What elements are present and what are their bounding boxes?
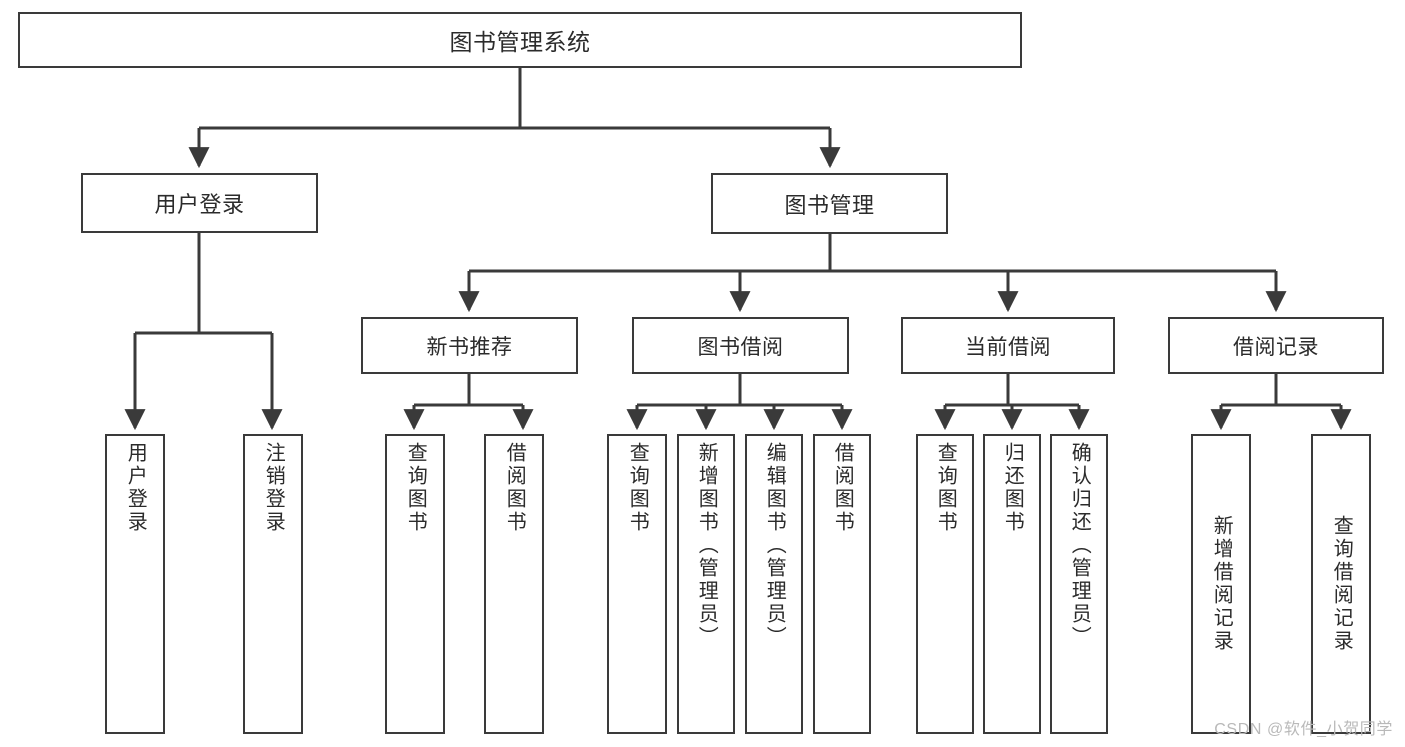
leaf-borrow-book[interactable]: 借阅图书 — [813, 434, 871, 734]
csdn-watermark: CSDN @软件_小贺同学 — [1214, 721, 1393, 738]
node-label: 借阅图书 — [503, 442, 526, 534]
node-root-system[interactable]: 图书管理系统 — [18, 12, 1022, 68]
node-label: 新书推荐 — [426, 335, 513, 359]
leaf-return-book[interactable]: 归还图书 — [983, 434, 1041, 734]
leaf-add-borrow-record[interactable]: 新增借阅记录 — [1191, 434, 1251, 734]
leaf-add-book[interactable]: 新增图书（管理员） — [677, 434, 735, 734]
node-label: 查询借阅记录 — [1330, 515, 1353, 653]
leaf-query-book-current[interactable]: 查询图书 — [916, 434, 974, 734]
leaf-query-borrow-record[interactable]: 查询借阅记录 — [1311, 434, 1371, 734]
node-label: 新增借阅记录 — [1210, 515, 1233, 653]
node-label: 当前借阅 — [965, 335, 1051, 359]
node-label: 借阅记录 — [1233, 335, 1319, 359]
leaf-user-login[interactable]: 用户登录 — [105, 434, 165, 734]
node-label: 用户登录 — [124, 442, 147, 534]
leaf-query-book-recommend[interactable]: 查询图书 — [385, 434, 445, 734]
node-label: 编辑图书（管理员） — [763, 442, 786, 649]
node-new-book-recommend[interactable]: 新书推荐 — [361, 317, 578, 374]
node-label: 查询图书 — [934, 442, 957, 534]
node-borrow-record[interactable]: 借阅记录 — [1168, 317, 1384, 374]
node-label: 图书借阅 — [697, 335, 784, 359]
node-book-management[interactable]: 图书管理 — [711, 173, 948, 234]
leaf-confirm-return[interactable]: 确认归还（管理员） — [1050, 434, 1108, 734]
leaf-borrow-book-recommend[interactable]: 借阅图书 — [484, 434, 544, 734]
leaf-edit-book[interactable]: 编辑图书（管理员） — [745, 434, 803, 734]
node-book-borrow[interactable]: 图书借阅 — [632, 317, 849, 374]
node-current-borrow[interactable]: 当前借阅 — [901, 317, 1115, 374]
leaf-query-book-borrow[interactable]: 查询图书 — [607, 434, 667, 734]
node-label: 查询图书 — [626, 442, 649, 534]
leaf-user-logout[interactable]: 注销登录 — [243, 434, 303, 734]
node-label: 注销登录 — [262, 442, 285, 534]
node-label: 用户登录 — [154, 192, 245, 217]
node-label: 图书管理 — [784, 192, 875, 218]
node-label: 图书管理系统 — [449, 29, 591, 55]
node-label: 查询图书 — [404, 442, 427, 534]
node-label: 新增图书（管理员） — [695, 442, 718, 649]
node-label: 借阅图书 — [831, 442, 854, 534]
node-label: 归还图书 — [1001, 442, 1024, 534]
node-user-login[interactable]: 用户登录 — [81, 173, 318, 233]
node-label: 确认归还（管理员） — [1068, 442, 1091, 649]
